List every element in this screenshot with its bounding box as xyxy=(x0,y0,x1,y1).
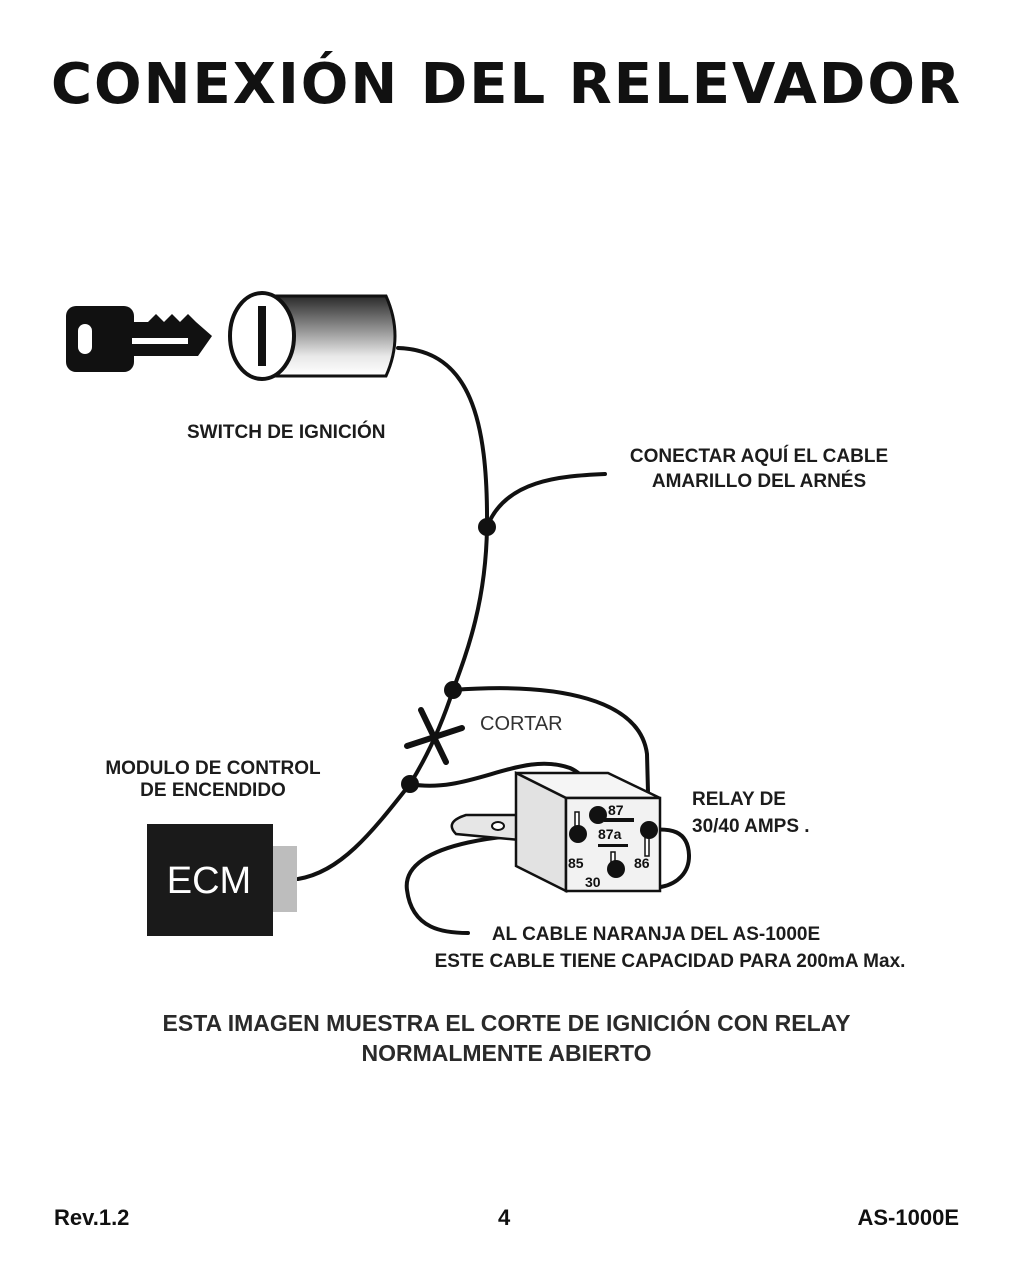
page-title: CONEXIÓN DEL RELEVADOR xyxy=(50,52,963,117)
harness-connect-line2: AMARILLO DEL ARNÉS xyxy=(651,471,867,492)
ecm-connector xyxy=(273,846,297,912)
caption-line1: ESTA IMAGEN MUESTRA EL CORTE DE IGNICIÓN… xyxy=(162,1010,851,1036)
ecm-module-label: MODULO DE CONTROL DE ENCENDIDO xyxy=(78,758,348,802)
relay-87-junction-dot xyxy=(401,775,419,793)
relay-rating-line2: 30/40 AMPS . xyxy=(692,816,810,837)
switch-label: SWITCH DE IGNICIÓN xyxy=(187,422,386,443)
orange-cable-line1: AL CABLE NARANJA DEL AS-1000E xyxy=(491,924,821,945)
ecm-module: ECM xyxy=(147,824,297,936)
ignition-switch-icon xyxy=(228,291,397,381)
harness-connect-label: CONECTAR AQUÍ EL CABLE AMARILLO DEL ARNÉ… xyxy=(600,444,918,494)
pin-86-label: 86 xyxy=(634,855,650,871)
figure-caption: ESTA IMAGEN MUESTRA EL CORTE DE IGNICIÓN… xyxy=(0,1008,1013,1068)
ecm-label: ECM xyxy=(167,860,251,902)
harness-junction-dot xyxy=(478,518,496,536)
key-icon xyxy=(66,306,212,372)
footer-page-number: 4 xyxy=(498,1205,511,1230)
pin-87a-label: 87a xyxy=(598,826,622,842)
pin-87-dot xyxy=(589,806,607,824)
ecm-wire xyxy=(296,782,412,881)
ecm-module-line1: MODULO DE CONTROL xyxy=(105,758,321,779)
pin-86-dot xyxy=(640,821,658,839)
footer-revision: Rev.1.2 xyxy=(54,1205,130,1230)
ignition-wire xyxy=(396,346,490,692)
harness-connect-line1: CONECTAR AQUÍ EL CABLE xyxy=(629,446,889,467)
relay-86-junction-dot xyxy=(444,681,462,699)
pin-85-dot xyxy=(569,825,587,843)
pin-30-dot xyxy=(607,860,625,878)
relay-icon: 87 87a 85 86 30 xyxy=(450,770,662,894)
cut-label: CORTAR xyxy=(480,713,563,735)
harness-branch-wire xyxy=(485,472,607,529)
cut-wire-segment xyxy=(408,688,455,786)
orange-cable-line2: ESTE CABLE TIENE CAPACIDAD PARA 200mA Ma… xyxy=(434,951,906,972)
orange-cable-label: AL CABLE NARANJA DEL AS-1000E ESTE CABLE… xyxy=(370,921,970,975)
cut-mark-icon xyxy=(404,707,465,765)
footer-model: AS-1000E xyxy=(857,1205,959,1230)
pin-30-label: 30 xyxy=(585,874,601,890)
pin-85-label: 85 xyxy=(568,855,584,871)
caption-line2: NORMALMENTE ABIERTO xyxy=(361,1040,652,1066)
relay-86-wire xyxy=(451,686,651,832)
relay-rating-line1: RELAY DE xyxy=(692,789,786,810)
ecm-module-line2: DE ENCENDIDO xyxy=(140,780,286,801)
pin-87-label: 87 xyxy=(608,802,624,818)
relay-rating-label: RELAY DE 30/40 AMPS . xyxy=(692,786,810,840)
